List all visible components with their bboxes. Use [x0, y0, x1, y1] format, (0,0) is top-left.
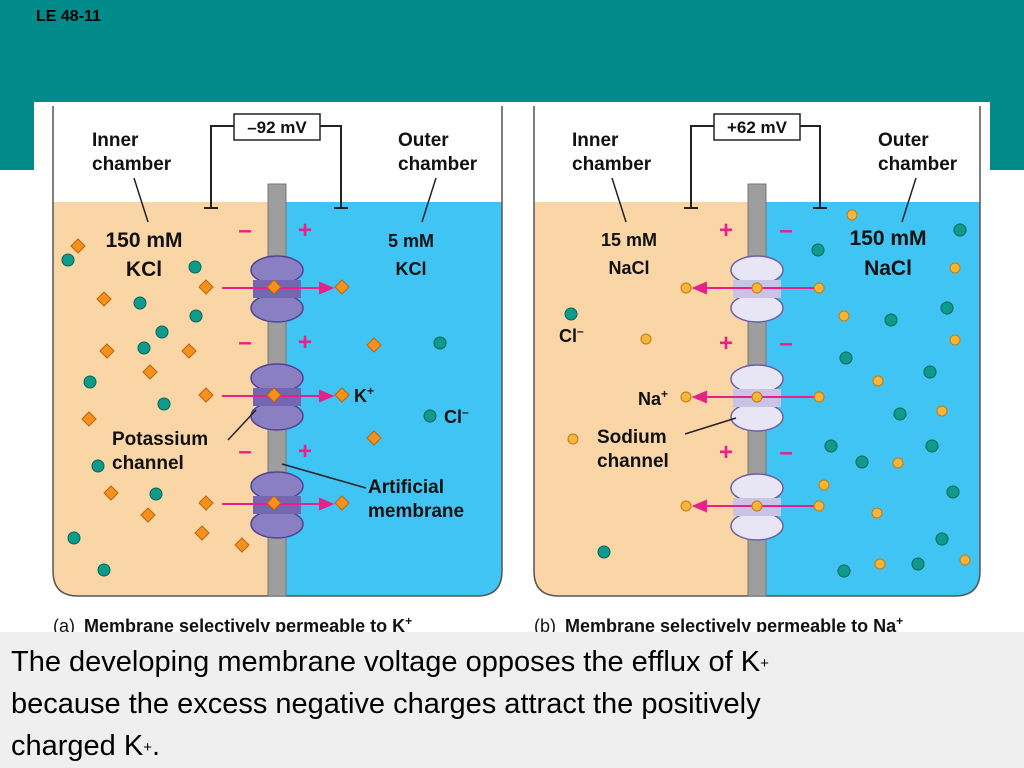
voltage-readout-b: +62 mV — [727, 118, 788, 137]
figure: –92 mV Inner chamber Outer chamber 150 m… — [34, 102, 990, 636]
svg-text:–: – — [238, 217, 251, 244]
outer-chamber-label-b-2: chamber — [878, 154, 958, 175]
cl-ion-charge-a: – — [462, 405, 469, 419]
svg-text:(a) Membrane selectively: (a) Membrane selectively permeable to K+ — [53, 614, 412, 636]
panel-a-caption: Membrane selectively permeable to K — [84, 616, 405, 636]
membrane-label-2: membrane — [368, 501, 464, 522]
svg-text:–: – — [238, 329, 251, 356]
inner-solute-a: KCl — [126, 258, 162, 281]
sodium-channel-2 — [730, 364, 784, 432]
svg-text:Potassium channel: Potassium channel — [112, 429, 213, 474]
sodium-ions-b — [567, 209, 971, 570]
outer-conc-b: 150 mM — [849, 227, 926, 250]
svg-text:Outer chamber: Outer chamber — [878, 130, 958, 175]
svg-text:K+: K+ — [354, 384, 374, 406]
membrane-label: Artificial — [368, 477, 444, 498]
panel-b-caption: Membrane selectively permeable to Na — [565, 616, 897, 636]
svg-text:Cl–: Cl– — [444, 405, 469, 427]
k-ion-label: K+ — [334, 384, 374, 406]
outer-chamber-label-a-2: chamber — [398, 154, 478, 175]
svg-text:(b) Membrane selectively: (b) Membrane selectively permeable to Na… — [534, 614, 903, 636]
chloride-ions-a — [61, 253, 447, 577]
caption-line-2: because the excess negative charges attr… — [11, 688, 761, 720]
na-ion-symbol: Na — [638, 389, 662, 409]
svg-text:+: + — [719, 439, 733, 466]
potassium-channel-1 — [250, 255, 304, 323]
svg-text:Inner chamber: Inner chamber — [572, 130, 652, 175]
svg-text:–: – — [779, 330, 792, 357]
caption-box — [0, 632, 1024, 768]
slide-id: LE 48-11 — [36, 8, 101, 25]
cl-ion-label-a: Cl– — [423, 405, 469, 427]
caption-line-1: The developing membrane voltage opposes … — [11, 646, 761, 678]
svg-text:Sodium channel: Sodium channel — [597, 427, 672, 472]
svg-text:Na+: Na+ — [638, 387, 668, 409]
caption-line-3: charged K — [11, 730, 144, 762]
potassium-channel-label-2: channel — [112, 453, 184, 474]
potassium-channel-label: Potassium — [112, 429, 208, 450]
svg-text:+: + — [719, 330, 733, 357]
cl-ion-symbol-b: Cl — [559, 326, 577, 346]
caption-line-3-end: . — [151, 730, 161, 762]
inner-conc-b: 15 mM — [601, 230, 657, 250]
svg-text:–: – — [779, 217, 792, 244]
inner-chamber-label-a: Inner — [92, 130, 139, 151]
panel-a-letter: (a) — [53, 616, 75, 636]
k-ion-charge: + — [367, 384, 374, 398]
outer-solute-b: NaCl — [864, 257, 912, 280]
sodium-channel-label: Sodium — [597, 427, 667, 448]
voltage-readout-a: –92 mV — [247, 118, 307, 137]
cl-ion-charge-b: – — [577, 324, 584, 338]
inner-chamber-label-b: Inner — [572, 130, 619, 151]
svg-text:Cl–: Cl– — [559, 324, 584, 346]
inner-chamber-label-a-2: chamber — [92, 154, 172, 175]
slide-caption: The developing membrane voltage opposes … — [11, 641, 1011, 767]
svg-text:–: – — [238, 438, 251, 465]
charge-signs-b: + – + – + – — [719, 217, 793, 466]
sodium-channel-3 — [730, 473, 784, 541]
inner-solute-b: NaCl — [608, 258, 649, 278]
voltmeter-a: –92 mV — [204, 113, 348, 209]
caption-line-3-sup: + — [143, 739, 152, 756]
potassium-channel-2 — [250, 363, 304, 431]
svg-text:Artificial membrane: Artificial membrane — [368, 477, 464, 522]
cl-ion-label-b: Cl– — [559, 307, 584, 346]
outer-chamber-label-a: Outer — [398, 130, 449, 151]
svg-text:+: + — [298, 438, 312, 465]
inner-chamber-fluid-b — [534, 202, 748, 596]
outer-chamber-label-b: Outer — [878, 130, 929, 151]
inner-chamber-label-b-2: chamber — [572, 154, 652, 175]
voltmeter-b: +62 mV — [684, 113, 827, 209]
cl-ion-symbol-a: Cl — [444, 407, 462, 427]
svg-text:–: – — [779, 439, 792, 466]
svg-text:+: + — [298, 329, 312, 356]
outer-solute-a: KCl — [396, 259, 427, 279]
panel-a: –92 mV Inner chamber Outer chamber 150 m… — [52, 106, 503, 636]
chloride-ions-b — [597, 223, 967, 578]
inner-conc-a: 150 mM — [105, 229, 182, 252]
svg-text:Inner chamber: Inner chamber — [92, 130, 172, 175]
sodium-channel-label-2: channel — [597, 451, 669, 472]
charge-signs-a: – + – + – + — [238, 217, 312, 465]
panel-b-letter: (b) — [534, 616, 556, 636]
outer-conc-a: 5 mM — [388, 231, 434, 251]
panel-b: +62 mV Inner chamber Outer chamber 15 mM… — [533, 106, 981, 636]
k-ion-symbol: K — [354, 386, 367, 406]
potassium-ions-a — [70, 238, 382, 553]
svg-text:Outer chamber: Outer chamber — [398, 130, 478, 175]
na-ion-label: Na+ — [638, 387, 668, 409]
caption-line-1-sup: + — [760, 655, 769, 672]
svg-text:+: + — [719, 217, 733, 244]
outer-chamber-fluid-a — [286, 202, 502, 596]
outer-chamber-fluid-b — [766, 202, 980, 596]
svg-text:+: + — [298, 217, 312, 244]
na-ion-charge: + — [661, 387, 668, 401]
